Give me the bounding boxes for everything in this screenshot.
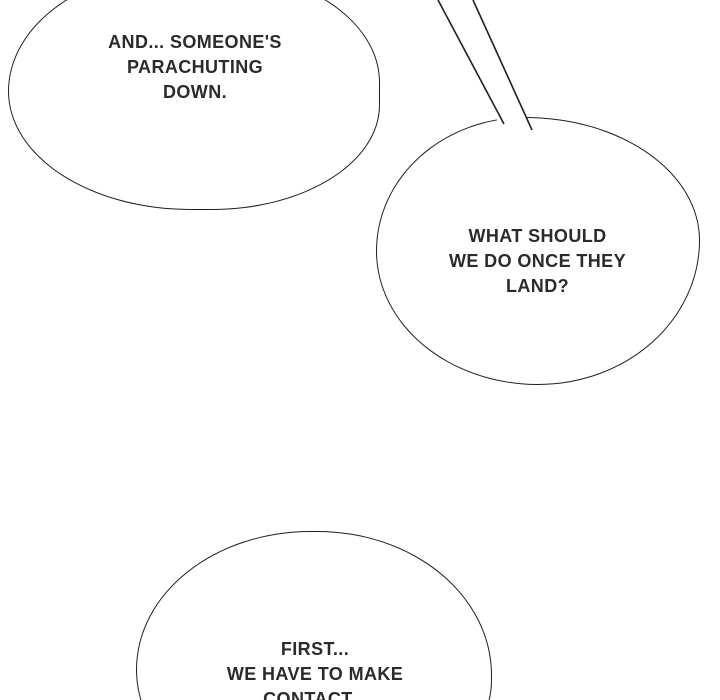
speech-text-what-should: WHAT SHOULD WE DO ONCE THEY LAND? [415,224,660,299]
speech-line: AND... SOMEONE'S [108,32,282,52]
speech-bubble-what-should [376,117,700,385]
speech-line: LAND? [506,276,569,296]
speech-line: FIRST... [280,639,350,659]
speech-line: WE HAVE TO MAKE [226,664,404,684]
speech-text-parachuting: AND... SOMEONE'S PARACHUTING DOWN. [55,30,335,105]
speech-bubble-parachuting [8,0,380,210]
speech-line: CONTACT... [263,689,367,700]
speech-line: WHAT SHOULD [468,226,607,246]
speech-line: WE DO ONCE THEY [448,251,626,271]
speech-line: DOWN. [163,82,227,102]
speech-line: PARACHUTING [126,57,264,77]
speech-text-first-contact: FIRST... WE HAVE TO MAKE CONTACT... [180,637,450,700]
